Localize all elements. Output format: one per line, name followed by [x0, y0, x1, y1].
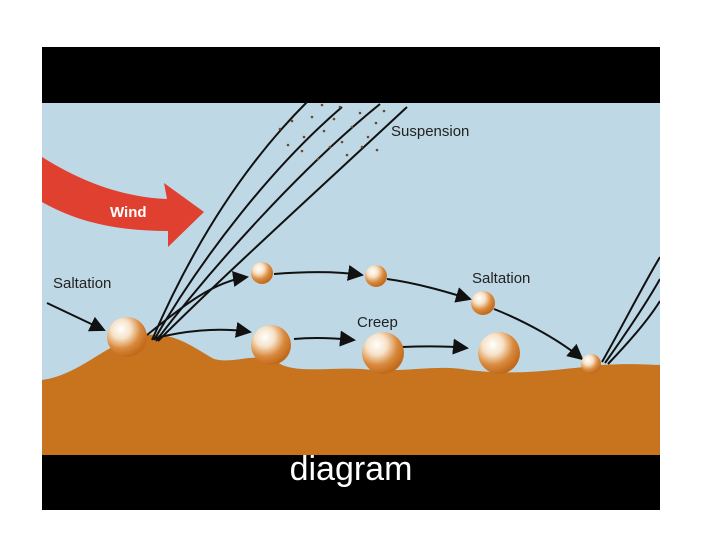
- sand-grain-icon: [107, 317, 147, 357]
- sand-grain-icon: [251, 262, 273, 284]
- saltation-label-left: Saltation: [53, 275, 111, 292]
- sand-grain-icon: [471, 291, 495, 315]
- sand-grain-icon: [251, 325, 291, 365]
- creep-label: Creep: [357, 314, 398, 331]
- top-black-band: [42, 47, 660, 103]
- sand-grain-icon: [362, 332, 404, 374]
- diagram-frame: Wind Suspension Saltation: [42, 47, 660, 510]
- wind-label: Wind: [110, 204, 147, 221]
- sand-grain-icon: [478, 332, 520, 374]
- wind-erosion-diagram: Wind Suspension Saltation: [42, 47, 660, 510]
- suspension-label: Suspension: [391, 123, 469, 140]
- sand-grain-icon: [581, 354, 601, 374]
- sand-grain-icon: [365, 265, 387, 287]
- caption: diagram: [42, 452, 660, 486]
- saltation-label-right: Saltation: [472, 270, 530, 287]
